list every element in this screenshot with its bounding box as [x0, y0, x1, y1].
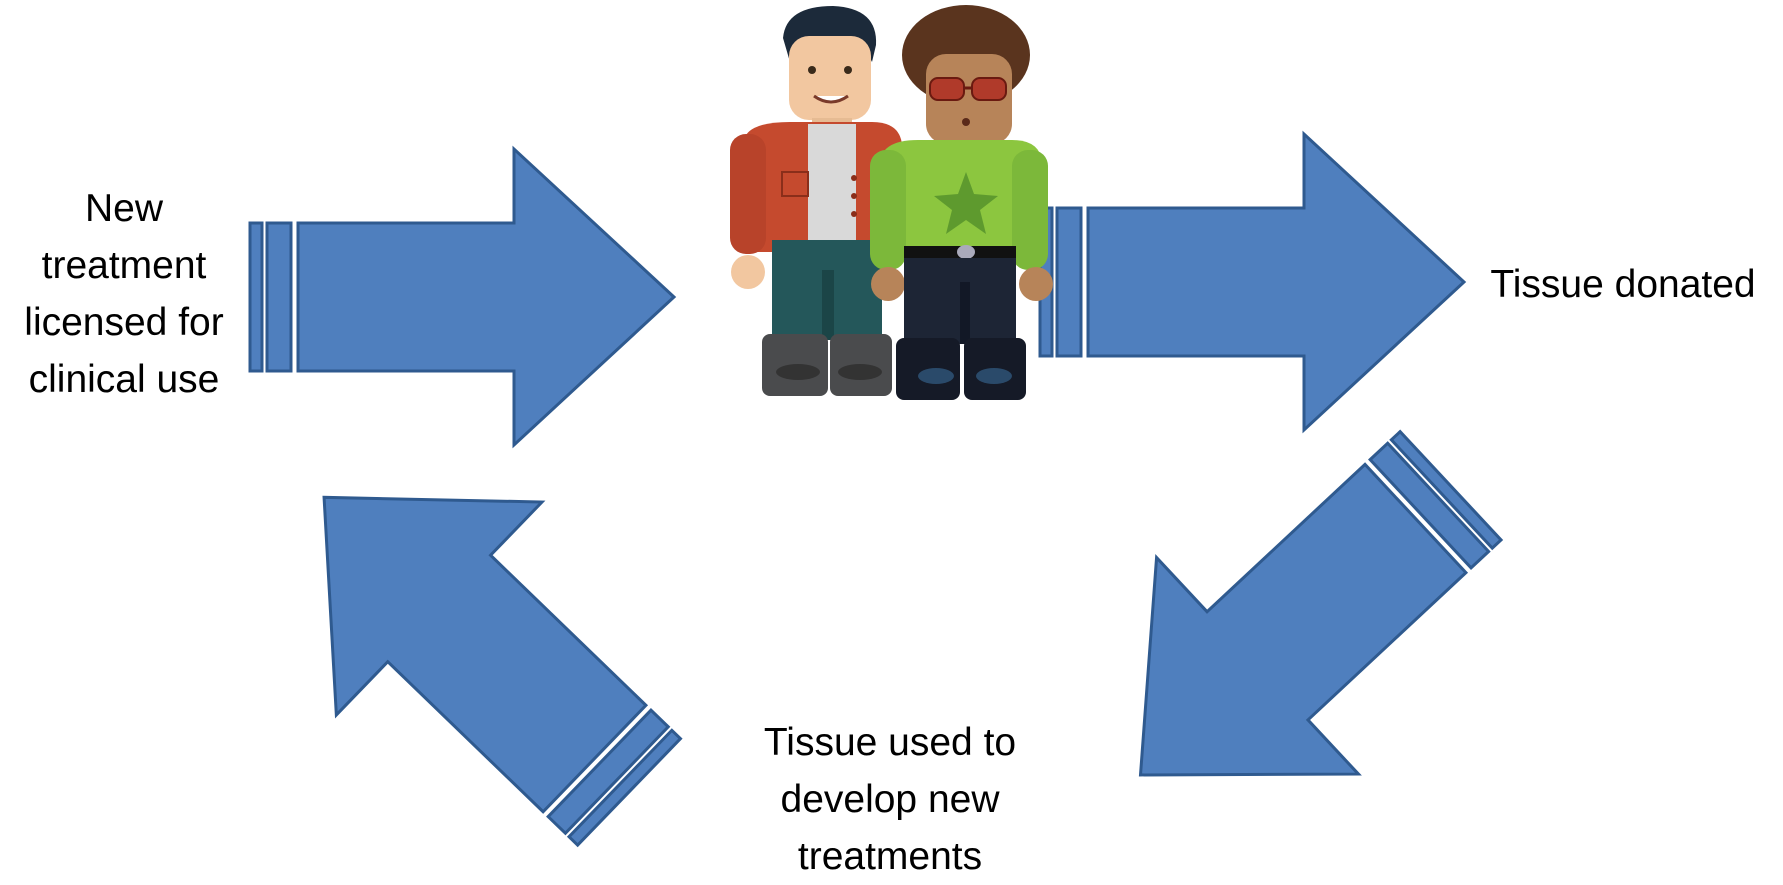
label-new-treatment: New treatment licensed for clinical use [0, 180, 254, 408]
arrow-to-tissue-donated [1038, 132, 1466, 432]
arrow-to-people [248, 147, 676, 447]
label-tissue-donated: Tissue donated [1468, 256, 1778, 313]
label-line: treatments [797, 835, 983, 878]
label-line: Tissue used to [763, 721, 1017, 764]
person-red-jacket-icon [730, 6, 902, 396]
label-line: New [84, 187, 164, 230]
label-line: licensed for [24, 301, 224, 344]
arrow-to-new-treatment [219, 389, 734, 875]
person-green-shirt-icon [870, 5, 1053, 400]
two-people-figures-icon [730, 5, 1053, 400]
label-line: clinical use [28, 358, 220, 401]
label-line: develop new [780, 778, 1000, 821]
label-line: treatment [41, 244, 207, 287]
label-tissue-used: Tissue used to develop new treatments [750, 714, 1030, 885]
label-line: Tissue donated [1490, 263, 1756, 306]
arrow-to-tissue-used [1038, 376, 1554, 875]
